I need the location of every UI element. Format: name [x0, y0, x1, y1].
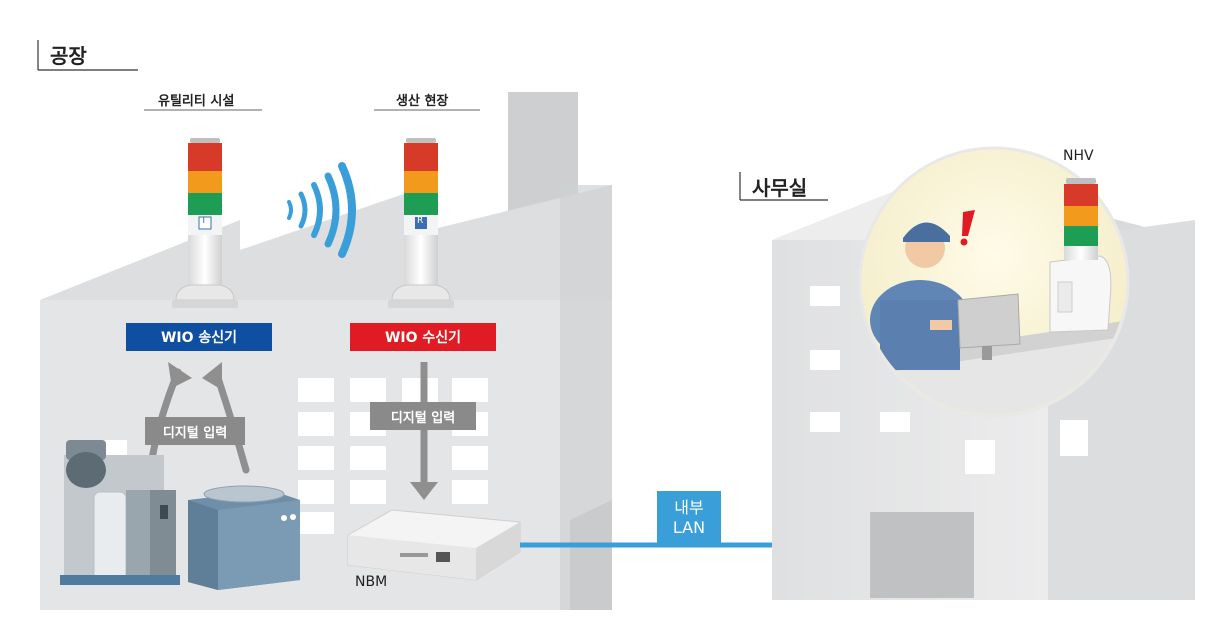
- nhv-label: NHV: [1063, 148, 1094, 164]
- exclamation-icon: [962, 210, 975, 236]
- chiller-equipment: [188, 485, 300, 590]
- factory-windows: [95, 378, 488, 534]
- transmitter-signal-tower: [172, 138, 238, 308]
- production-label: 생산 현장: [396, 94, 449, 109]
- compressor-equipment: [60, 440, 180, 585]
- receiver-mark: R: [417, 216, 424, 226]
- transmitter-mark-icon: [198, 216, 212, 230]
- office-title: 사무실: [752, 176, 808, 200]
- arrow-heads-up: [168, 362, 222, 390]
- nhv-signal-tower: [1064, 178, 1098, 260]
- utility-label: 유틸리티 시설: [158, 94, 235, 109]
- lan-line1: 내부: [674, 498, 704, 517]
- transmitter-badge: WIO 송신기: [126, 323, 272, 351]
- wireless-signal-icon: [287, 162, 356, 258]
- internal-lan-box: 내부 LAN: [657, 491, 721, 545]
- digital-input-left-tag: 디지털 입력: [145, 417, 245, 445]
- receiver-badge: WIO 수신기: [350, 323, 496, 351]
- factory-title: 공장: [50, 44, 87, 68]
- receiver-mark-icon: [415, 217, 427, 229]
- nbm-device: [347, 509, 521, 581]
- lan-line2: LAN: [672, 518, 706, 537]
- nbm-label: NBM: [355, 574, 388, 590]
- transmitter-mark: T: [201, 216, 207, 226]
- digital-input-right-tag: 디지털 입력: [370, 402, 476, 430]
